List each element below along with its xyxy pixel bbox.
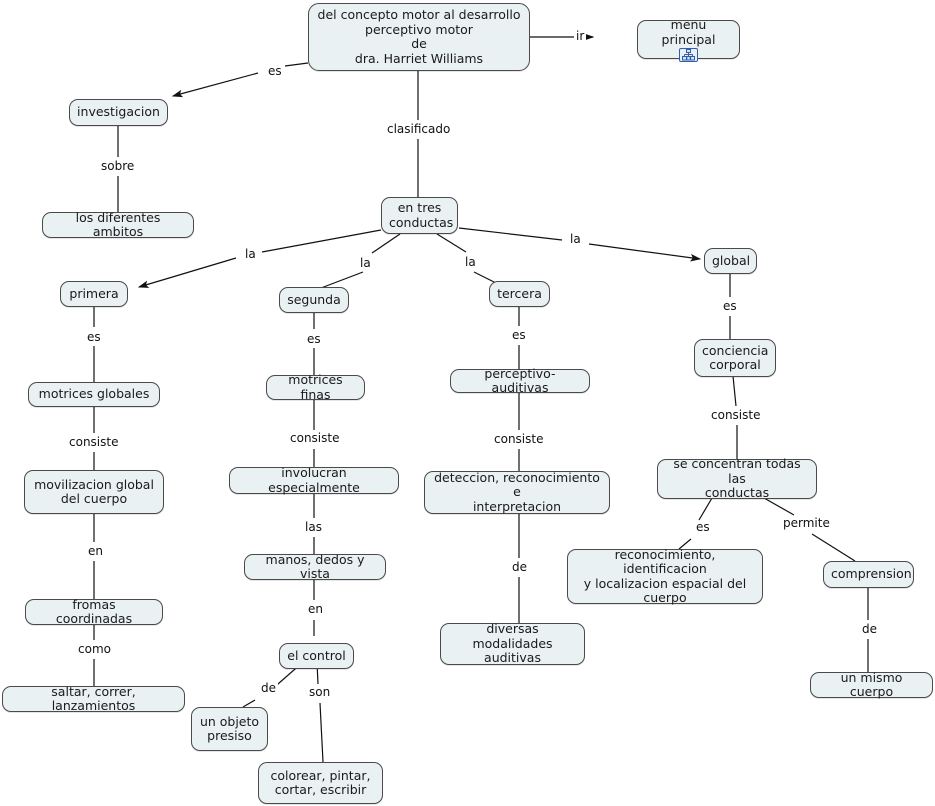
node-segunda[interactable]: segunda <box>279 287 349 313</box>
node-diversas-modalidades-auditivas[interactable]: diversas modalidades auditivas <box>440 621 585 666</box>
node-comprension-label: comprension <box>831 566 912 582</box>
link-label-sobre: sobre <box>99 159 137 173</box>
link-label-consiste-globales: consiste <box>67 435 121 449</box>
node-reconocimiento-identificacion-localizacion[interactable]: reconocimiento, identificacion y localiz… <box>567 546 763 605</box>
link-concentran-permite <box>763 497 795 516</box>
node-colorear-pintar-cortar-escribir[interactable]: colorear, pintar, cortar, escribir <box>258 762 383 804</box>
link-de-objeto <box>242 699 256 708</box>
node-segunda-label: segunda <box>287 291 341 307</box>
node-los-diferentes-ambitos[interactable]: los diferentes ambitos <box>42 209 194 239</box>
node-primera-label: primera <box>69 285 119 301</box>
link-label-es-tercera: es <box>510 328 528 342</box>
node-fromas-coordinadas[interactable]: fromas coordinadas <box>25 596 163 626</box>
node-un-mismo-cuerpo[interactable]: un mismo cuerpo <box>810 669 933 699</box>
node-conciencia-corporal-label: conciencia corporal <box>702 342 769 372</box>
node-motrices-finas[interactable]: motrices finas <box>266 372 365 402</box>
node-involucran-especialmente[interactable]: involucran especialmente <box>229 465 399 495</box>
link-permite-comprension <box>811 533 856 562</box>
link-label-son-control: son <box>307 685 333 699</box>
node-el-control[interactable]: el control <box>279 643 354 669</box>
node-movilizacion-global-label: movilizacion global del cuerpo <box>34 476 154 506</box>
link-label-es-primera: es <box>85 330 103 344</box>
node-reconocimiento-identificacion-label: reconocimiento, identificacion y localiz… <box>583 546 747 605</box>
link-label-como-fromas: como <box>76 642 113 656</box>
node-tercera[interactable]: tercera <box>489 281 550 307</box>
link-conductas-la-tercera <box>436 233 467 253</box>
link-label-la-global: la <box>568 232 583 246</box>
link-conciencia-consiste <box>732 375 737 407</box>
node-un-objeto-presiso-label: un objeto presiso <box>199 713 260 743</box>
node-investigacion[interactable]: investigacion <box>69 99 168 126</box>
node-perceptivo-auditivas-label: perceptivo-auditivas <box>484 365 556 395</box>
link-label-es-segunda: es <box>305 332 323 346</box>
link-conductas-la-segunda <box>371 233 401 254</box>
node-manos-dedos-vista-label: manos, dedos y vista <box>265 551 365 581</box>
node-deteccion-reconocimiento-interpretacion[interactable]: deteccion, reconocimiento e interpretaci… <box>424 469 610 514</box>
link-la-primera <box>137 257 237 288</box>
link-conductas-la-global <box>458 227 563 241</box>
node-saltar-correr-lanzamientos[interactable]: saltar, correr, lanzamientos <box>2 683 185 713</box>
node-se-concentran-label: se concentran todas las conductas <box>673 456 801 501</box>
node-saltar-correr-label: saltar, correr, lanzamientos <box>51 683 136 713</box>
node-motrices-globales[interactable]: motrices globales <box>28 382 160 407</box>
link-label-la-tercera: la <box>463 255 478 269</box>
node-global-label: global <box>712 252 751 268</box>
link-label-consiste-conciencia: consiste <box>709 408 763 422</box>
node-colorear-pintar-label: colorear, pintar, cortar, escribir <box>270 767 371 797</box>
node-manos-dedos-vista[interactable]: manos, dedos y vista <box>244 551 386 581</box>
link-label-es-global: es <box>721 299 739 313</box>
link-label-clasificado: clasificado <box>385 122 453 136</box>
node-deteccion-reconocimiento-label: deteccion, reconocimiento e interpretaci… <box>434 469 600 514</box>
node-se-concentran-todas-las-conductas[interactable]: se concentran todas las conductas <box>657 456 817 501</box>
node-menu-principal-label: menu principal <box>661 17 716 47</box>
node-motrices-finas-label: motrices finas <box>288 372 343 402</box>
link-label-es-concentran: es <box>694 520 712 534</box>
link-label-consiste-finas: consiste <box>288 431 342 445</box>
node-menu-principal[interactable]: menu principal <box>637 17 740 62</box>
node-el-control-label: el control <box>287 647 346 663</box>
node-un-mismo-cuerpo-label: un mismo cuerpo <box>840 669 903 699</box>
link-label-en-movilizacion: en <box>86 544 105 558</box>
node-global[interactable]: global <box>704 248 757 274</box>
link-label-consiste-auditivas: consiste <box>492 432 546 446</box>
node-fromas-coordinadas-label: fromas coordinadas <box>55 596 133 626</box>
link-label-de-control: de <box>259 681 278 695</box>
link-es-investigacion <box>171 72 259 98</box>
link-label-es-investigacion: es <box>266 64 284 78</box>
link-label-permite-concentran: permite <box>781 516 832 530</box>
link-label-las-involucran: las <box>303 520 324 534</box>
link-es-reconocimiento <box>678 538 692 550</box>
node-movilizacion-global-del-cuerpo[interactable]: movilizacion global del cuerpo <box>24 470 164 514</box>
link-label-de-deteccion: de <box>510 560 529 574</box>
node-root[interactable]: del concepto motor al desarrollo percept… <box>308 3 530 71</box>
link-son-colorear <box>319 702 324 763</box>
node-tercera-label: tercera <box>497 285 542 301</box>
link-label-la-primera: la <box>243 247 258 261</box>
node-investigacion-label: investigacion <box>77 104 160 120</box>
node-involucran-especialmente-label: involucran especialmente <box>268 465 360 495</box>
node-diversas-modalidades-label: diversas modalidades auditivas <box>472 621 553 666</box>
node-los-diferentes-ambitos-label: los diferentes ambitos <box>75 209 161 239</box>
link-label-de-comprension: de <box>860 622 879 636</box>
node-en-tres-conductas-label: en tres conductas <box>389 200 454 230</box>
node-un-objeto-presiso[interactable]: un objeto presiso <box>191 707 268 751</box>
link-label-ir: ir <box>574 29 587 43</box>
node-perceptivo-auditivas[interactable]: perceptivo-auditivas <box>450 365 590 395</box>
link-root-investigacion <box>284 62 309 67</box>
link-label-en-manos: en <box>306 602 325 616</box>
node-en-tres-conductas[interactable]: en tres conductas <box>381 197 458 234</box>
node-comprension[interactable]: comprension <box>823 561 914 588</box>
node-primera[interactable]: primera <box>60 281 128 307</box>
node-root-label: del concepto motor al desarrollo percept… <box>317 7 521 66</box>
link-concentran-es <box>698 497 713 521</box>
link-la-global <box>588 243 702 262</box>
link-la-segunda <box>320 271 364 289</box>
node-conciencia-corporal[interactable]: conciencia corporal <box>694 339 776 377</box>
concept-map-icon[interactable] <box>679 48 698 62</box>
link-conductas-la-primera <box>261 229 382 253</box>
node-motrices-globales-label: motrices globales <box>38 386 150 402</box>
link-label-la-segunda: la <box>358 256 373 270</box>
